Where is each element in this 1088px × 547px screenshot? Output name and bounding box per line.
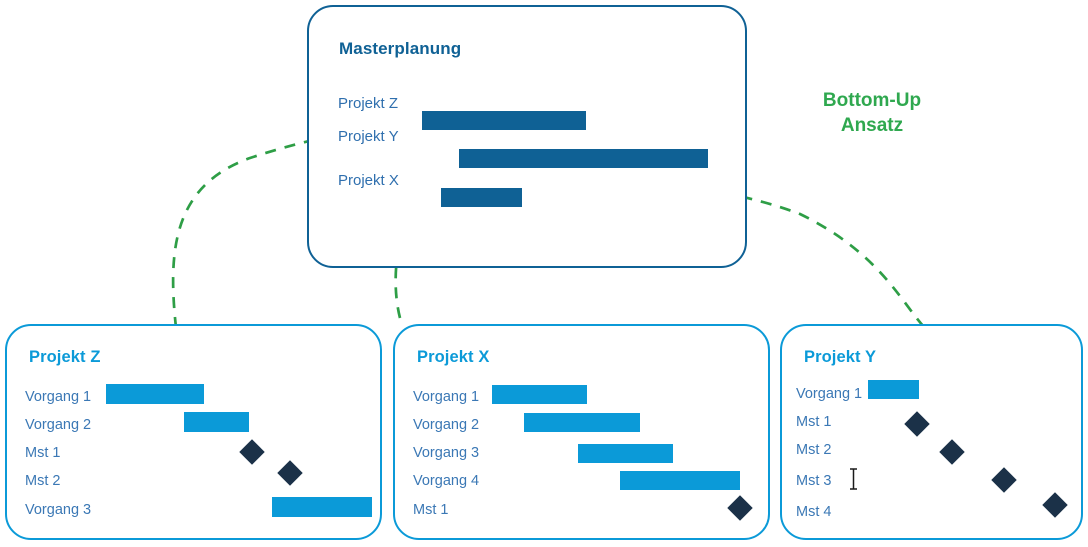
- master-bar-projekt-y[interactable]: [459, 149, 708, 168]
- projekt-z-row-label-vorgang-2: Vorgang 2: [25, 417, 92, 433]
- masterplanung-title: Masterplanung: [339, 39, 462, 58]
- projekt-x-bar-vorgang-3[interactable]: [578, 444, 673, 463]
- projekt-y-row-label-mst-4: Mst 4: [796, 504, 832, 520]
- projekt-y-row-label-mst-3: Mst 3: [796, 473, 832, 489]
- projekt-y-box[interactable]: Projekt Y Vorgang 1 Mst 1 Mst 2 Mst 3 Ms…: [780, 324, 1083, 540]
- projekt-z-row-label-mst-2: Mst 2: [25, 473, 61, 489]
- projekt-z-row-label-vorgang-3: Vorgang 3: [25, 502, 92, 518]
- master-row-label-projekt-x: Projekt X: [338, 172, 399, 189]
- bottom-up-ansatz-callout: Bottom-Up Ansatz: [822, 90, 922, 137]
- master-row-label-projekt-y: Projekt Y: [338, 128, 399, 145]
- projekt-z-row-label-vorgang-1: Vorgang 1: [25, 389, 92, 405]
- projekt-y-row-label-mst-2: Mst 2: [796, 442, 832, 458]
- master-row-label-projekt-z: Projekt Z: [338, 95, 399, 112]
- projekt-y-bar-vorgang-1[interactable]: [868, 380, 919, 399]
- projekt-x-box[interactable]: Projekt X Vorgang 1 Vorgang 2 Vorgang 3 …: [393, 324, 770, 540]
- projekt-x-bar-vorgang-1[interactable]: [492, 385, 587, 404]
- projekt-x-row-label-mst-1: Mst 1: [413, 502, 449, 518]
- projekt-x-bar-vorgang-4[interactable]: [620, 471, 740, 490]
- projekt-x-title: Projekt X: [417, 348, 490, 366]
- projekt-y-row-label-vorgang-1: Vorgang 1: [796, 386, 863, 402]
- projekt-x-row-label-vorgang-3: Vorgang 3: [413, 445, 480, 461]
- projekt-y-row-label-mst-1: Mst 1: [796, 414, 832, 430]
- projekt-z-bar-vorgang-3[interactable]: [272, 497, 372, 517]
- projekt-z-title: Projekt Z: [29, 348, 101, 366]
- projekt-x-row-label-vorgang-1: Vorgang 1: [413, 389, 480, 405]
- projekt-x-bar-vorgang-2[interactable]: [524, 413, 640, 432]
- text-ibeam-cursor: [850, 468, 857, 490]
- projekt-z-row-label-mst-1: Mst 1: [25, 445, 61, 461]
- master-bar-projekt-z[interactable]: [422, 111, 586, 130]
- projekt-y-title: Projekt Y: [804, 348, 877, 366]
- master-bar-projekt-x[interactable]: [441, 188, 522, 207]
- projekt-z-bar-vorgang-2[interactable]: [184, 412, 249, 432]
- projekt-x-row-label-vorgang-4: Vorgang 4: [413, 473, 480, 489]
- projekt-x-row-label-vorgang-2: Vorgang 2: [413, 417, 480, 433]
- masterplanung-box[interactable]: Masterplanung Projekt Z Projekt Y Projek…: [307, 5, 747, 268]
- projekt-z-bar-vorgang-1[interactable]: [106, 384, 204, 404]
